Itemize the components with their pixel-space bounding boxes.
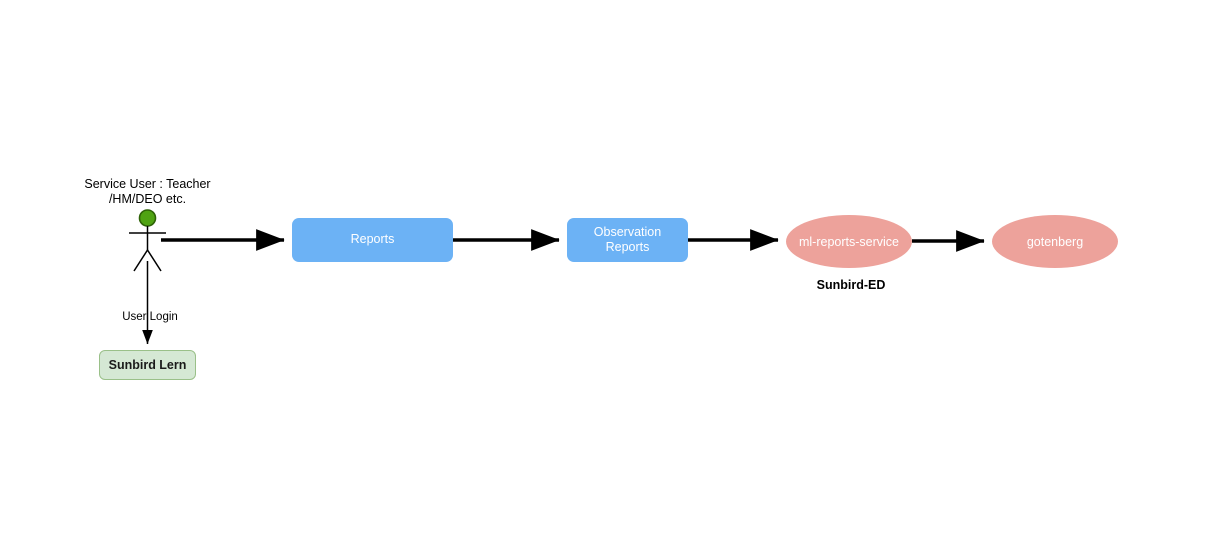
actor-head-icon bbox=[138, 209, 157, 227]
node-ml-reports-service[interactable]: ml-reports-service bbox=[786, 215, 912, 268]
node-observation-reports[interactable]: Observation Reports bbox=[567, 218, 688, 262]
node-gotenberg[interactable]: gotenberg bbox=[992, 215, 1118, 268]
actor-leg-left bbox=[133, 249, 149, 272]
actor-leg-right bbox=[146, 249, 162, 272]
node-sunbird-lern[interactable]: Sunbird Lern bbox=[99, 350, 196, 380]
actor-stick-figure bbox=[129, 209, 166, 272]
node-reports[interactable]: Reports bbox=[292, 218, 453, 262]
